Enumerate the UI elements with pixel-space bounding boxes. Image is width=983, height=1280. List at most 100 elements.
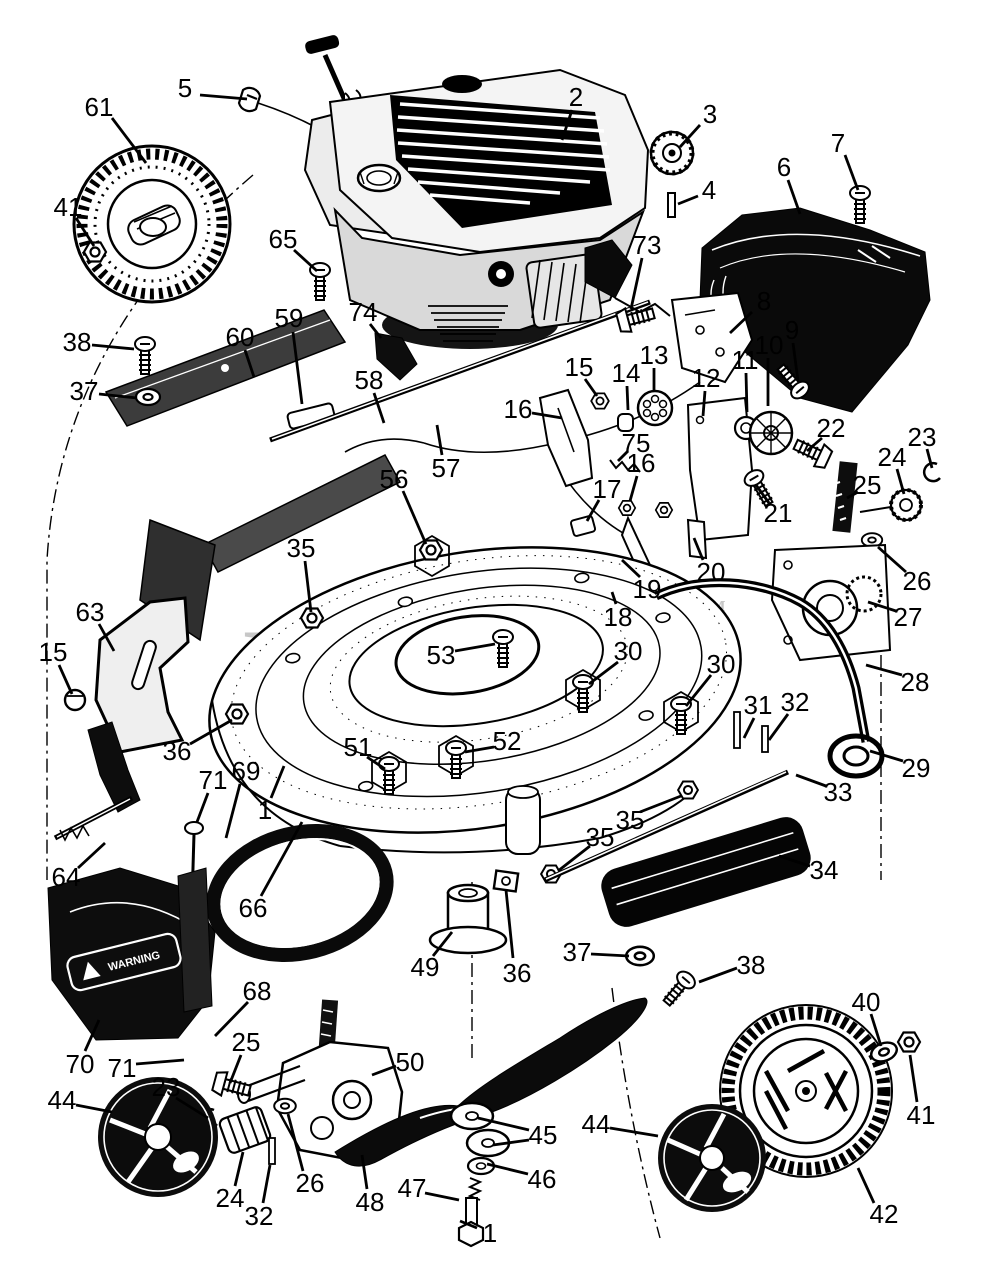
callout-leader — [560, 109, 574, 141]
callout-leader — [98, 392, 138, 400]
spark-plug-boot-8 — [584, 239, 754, 384]
callout-leader — [492, 1138, 530, 1147]
rail-58 — [201, 454, 402, 573]
roller-13 — [636, 389, 674, 427]
callout-label: 40 — [852, 987, 881, 1017]
callout-leader — [57, 664, 74, 695]
rear-wheel-42 — [719, 1004, 893, 1178]
callout-label: 9 — [785, 315, 799, 345]
callout-label: 59 — [275, 303, 304, 333]
nut-35b-icon — [677, 780, 699, 800]
screw-38b-icon — [658, 967, 700, 1011]
callout-leader — [486, 1162, 529, 1176]
callout-leader — [729, 310, 753, 335]
callout-leader — [189, 718, 233, 746]
callout-label: 61 — [85, 92, 114, 122]
oil-cap — [442, 75, 482, 93]
callout-leader — [199, 93, 248, 101]
callout-label: 1 — [483, 1218, 497, 1248]
cable-clip-5 — [237, 86, 262, 113]
callout-leader — [372, 392, 386, 424]
callout-label: 5 — [178, 73, 192, 103]
square-nut-36 — [492, 869, 520, 893]
callout-label: 35 — [616, 805, 645, 835]
callout-label: 19 — [633, 574, 662, 604]
callout-label: 60 — [226, 322, 255, 352]
callout-label: 15 — [565, 352, 594, 382]
callout-leader — [617, 450, 629, 462]
callout-label: 15 — [39, 637, 68, 667]
callout-leader — [843, 154, 860, 191]
callout-leader — [588, 660, 619, 686]
warning-triangle-icon — [83, 961, 101, 981]
callout-label: 8 — [757, 286, 771, 316]
callout-leader — [261, 1164, 272, 1204]
callout-leader — [895, 468, 906, 495]
callout-label: 38 — [63, 327, 92, 357]
callout-leader — [83, 1019, 101, 1052]
callout-leader — [77, 841, 106, 870]
callout-leader — [877, 545, 907, 574]
callout-leader — [531, 411, 563, 420]
callout-leader — [259, 821, 304, 897]
callout-label: 33 — [824, 777, 853, 807]
callout-leader — [698, 966, 738, 984]
callout-label: 58 — [355, 365, 384, 395]
callout-label: 21 — [764, 498, 793, 528]
callout-leader — [401, 490, 428, 545]
callout-leader — [692, 537, 705, 561]
callout-label: 38 — [737, 950, 766, 980]
callout-label: 63 — [76, 597, 105, 627]
pin-32-left — [268, 1137, 276, 1165]
callout-label: 14 — [612, 358, 641, 388]
callout-label: 41 — [54, 192, 83, 222]
callout-label: 2 — [569, 82, 583, 112]
vent-slats — [396, 102, 611, 205]
callout-label: 48 — [356, 1187, 385, 1217]
callout-label: 7 — [831, 128, 845, 158]
callout-label: 27 — [894, 602, 923, 632]
callout-label: 22 — [817, 413, 846, 443]
callout-label: 68 — [243, 976, 272, 1006]
callout-leader — [431, 931, 454, 957]
carb-port-hole — [496, 269, 506, 279]
chute-bracket-68 — [177, 867, 213, 1013]
callout-label: 36 — [503, 958, 532, 988]
callout-label: 65 — [269, 224, 298, 254]
callout-leader — [213, 1001, 250, 1037]
callout-leader — [459, 1219, 478, 1230]
callout-leader — [175, 1096, 209, 1120]
callout-label: 4 — [702, 175, 716, 205]
callout-label: 36 — [163, 736, 192, 766]
callout-leader — [75, 1103, 113, 1114]
callout-leader — [233, 1151, 245, 1187]
callout-label: 30 — [707, 649, 736, 679]
callout-label: 73 — [633, 230, 662, 260]
rod-57 — [269, 299, 651, 443]
blade-bolt-47 — [457, 1177, 485, 1248]
callout-label: 6 — [777, 152, 791, 182]
nut-41-icon — [896, 1031, 922, 1053]
callout-label: 37 — [563, 937, 592, 967]
callout-leader — [791, 342, 800, 382]
callout-label: 70 — [66, 1049, 95, 1079]
pin-4 — [667, 192, 676, 218]
callout-label: 44 — [582, 1109, 611, 1139]
callout-label: 64 — [52, 862, 81, 892]
callout-leader — [806, 436, 823, 453]
callout-leader — [684, 674, 713, 707]
callout-label: 24 — [878, 442, 907, 472]
callout-leader — [303, 560, 313, 613]
callout-leader — [865, 663, 903, 677]
bracket-16-left — [538, 388, 594, 488]
callout-label: 74 — [349, 297, 378, 327]
callout-leader — [677, 194, 699, 206]
callout-leader — [504, 889, 515, 959]
callout-leader — [91, 343, 135, 351]
screw-7-icon — [849, 185, 871, 224]
callout-leader — [867, 600, 897, 613]
callout-leader — [925, 448, 934, 469]
callout-leader — [371, 1064, 397, 1077]
pinion-24-left — [218, 1106, 272, 1154]
